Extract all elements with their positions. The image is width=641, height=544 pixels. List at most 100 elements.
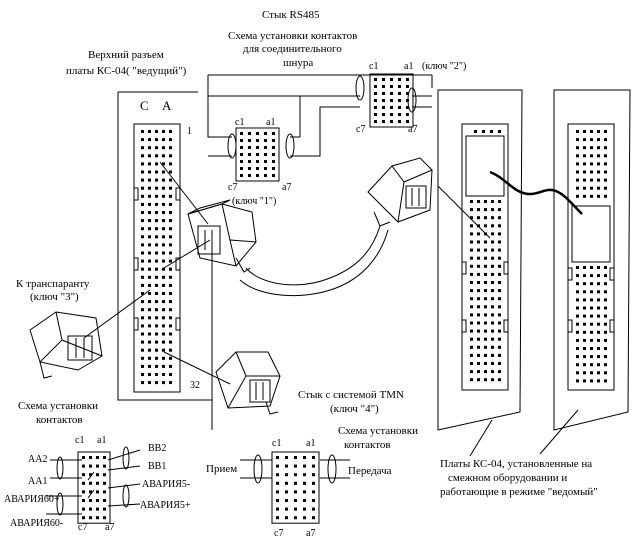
contact-pin [406, 99, 409, 102]
upper-connector-line2: платы КС-04( "ведущий") [66, 65, 187, 77]
contact-pin [470, 272, 473, 276]
scheme-left-wires [46, 449, 141, 515]
contact-pin [155, 300, 158, 304]
contact-pin [484, 297, 487, 301]
contact-pin [498, 224, 501, 228]
contact-pin [162, 300, 165, 304]
contact-pin [590, 282, 593, 286]
contact-pin [155, 356, 158, 360]
contact-pin [103, 456, 106, 459]
contact-pin [155, 170, 158, 174]
contact-pin [498, 321, 501, 325]
contact-pin [303, 490, 306, 494]
contact-pin [491, 281, 494, 284]
contact-pin [576, 371, 579, 375]
key2-a7-label: a7 [408, 124, 417, 135]
contact-pin [374, 85, 377, 88]
contact-pin [141, 332, 144, 336]
contact-pin [169, 154, 172, 158]
contact-pin [604, 338, 607, 342]
contact-pin [498, 232, 501, 236]
contact-pin [477, 200, 480, 203]
contact-pin [382, 85, 385, 88]
contact-pin [141, 154, 144, 158]
contact-pin [155, 219, 158, 223]
label-avaria60-plus: АВАРИЯ60+ [4, 494, 60, 505]
contact-pin [597, 194, 600, 198]
contact-pin [382, 78, 385, 81]
contact-pin [82, 473, 85, 477]
contact-pin [276, 499, 279, 502]
contact-pin [470, 305, 473, 309]
contact-pin [294, 464, 297, 468]
contact-pin [477, 305, 480, 309]
scheme-left-ferrite-1 [56, 456, 64, 480]
contact-pin [604, 306, 607, 310]
contact-pin [96, 456, 99, 459]
contact-pin [597, 379, 600, 383]
contact-pin [312, 481, 315, 485]
scheme-left-ferrite-2 [56, 492, 64, 516]
contact-pin [256, 153, 259, 156]
contact-pin [470, 297, 473, 301]
contact-pin [82, 499, 85, 502]
cord-scheme-line3: шнура [283, 57, 313, 69]
contact-pin [498, 329, 501, 333]
key1-a7-label: a7 [282, 182, 291, 193]
contact-pin [162, 235, 165, 239]
contact-pin [470, 216, 473, 220]
contact-pin [477, 313, 480, 317]
contact-pin [294, 456, 297, 459]
contact-pin [604, 355, 607, 359]
contact-pin [576, 314, 579, 318]
contact-pin [169, 275, 172, 279]
plug-key3 [29, 311, 103, 379]
key1-ferrite-right [285, 133, 295, 159]
contact-pin [597, 322, 600, 326]
contact-pin [141, 348, 144, 352]
contact-pin [597, 154, 600, 158]
contact-pin [103, 499, 106, 502]
contact-pin [597, 355, 600, 359]
contact-pin [484, 362, 487, 365]
contact-pin [169, 356, 172, 360]
cord-scheme-frame [207, 74, 433, 157]
contact-pin [285, 490, 288, 494]
contact-pin [285, 464, 288, 468]
contact-pin [491, 362, 494, 365]
contact-pin [390, 99, 393, 102]
contact-pin [597, 138, 600, 142]
contact-pin [155, 308, 158, 312]
contact-pin [103, 516, 106, 520]
contact-pin [141, 267, 144, 271]
contact-pin [155, 146, 158, 150]
contact-pin [148, 202, 151, 206]
contact-pin [583, 170, 586, 174]
contact-pin [312, 499, 315, 502]
contact-pin [169, 251, 172, 255]
contact-pin [276, 516, 279, 520]
key2-ferrite-right [407, 87, 417, 113]
contact-pin [162, 324, 165, 328]
contact-pin [498, 216, 501, 220]
contact-pin [576, 363, 579, 367]
contact-pin [141, 275, 144, 279]
contact-pin [148, 259, 151, 263]
contact-pin [162, 194, 165, 198]
contact-pin [576, 330, 579, 334]
contact-pin [470, 248, 473, 252]
contact-pin [576, 162, 579, 166]
contact-pin [484, 272, 487, 276]
contact-pin [491, 337, 494, 341]
contact-pin [96, 473, 99, 477]
contact-pin [240, 153, 243, 156]
contact-pin [141, 211, 144, 214]
contact-pin [162, 259, 165, 263]
contact-pin [374, 113, 377, 116]
contact-pin [162, 251, 165, 255]
contact-pin [141, 202, 144, 206]
contact-pin [583, 178, 586, 182]
contact-pin [89, 490, 92, 494]
contact-pin [484, 248, 487, 252]
contact-pin [155, 235, 158, 239]
